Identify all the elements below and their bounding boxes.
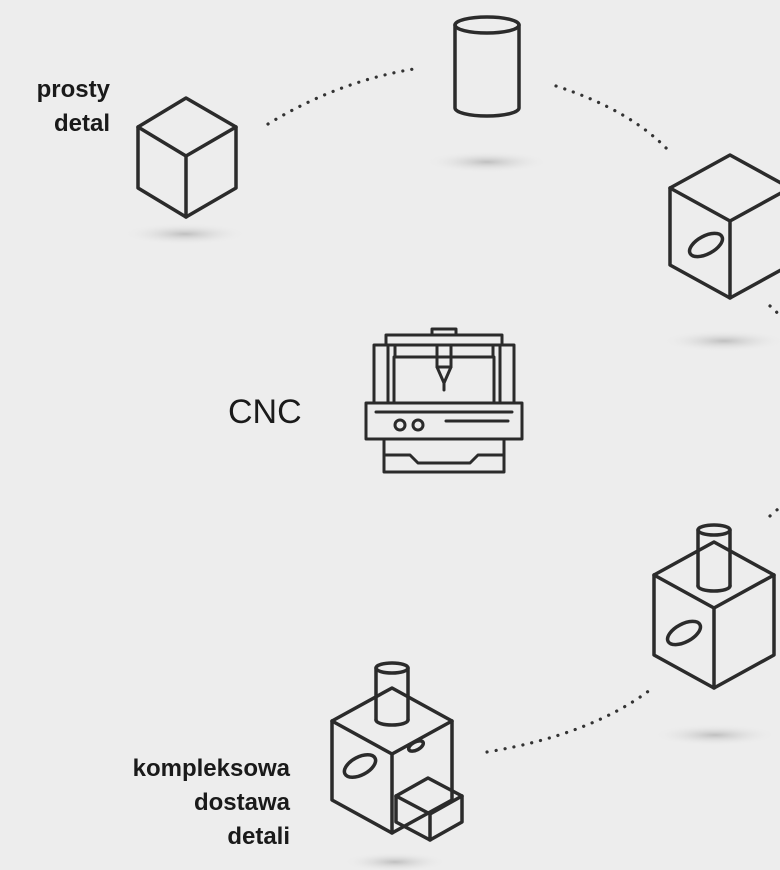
connector-holecube-right: [768, 304, 780, 320]
label-complex-supply: kompleksowa dostawa detali: [132, 755, 290, 850]
connector-cube-cylinder: [266, 66, 422, 126]
connector-right-combo: [768, 506, 780, 518]
label-cnc: CNC: [228, 393, 302, 431]
cnc-machine-icon: [364, 327, 524, 474]
assembly-icon: [330, 661, 464, 842]
floor-shadows: [123, 151, 780, 870]
cube-with-cylinder-icon: [652, 523, 776, 690]
dotted-connectors: [266, 66, 780, 754]
label-simple-part: prosty detal: [36, 76, 110, 137]
cube-with-hole-icon: [668, 153, 780, 300]
connector-cylinder-holecube: [554, 84, 670, 152]
connector-combo-assembly: [485, 688, 652, 754]
cube-icon: [136, 96, 238, 219]
cylinder-icon: [453, 15, 521, 118]
